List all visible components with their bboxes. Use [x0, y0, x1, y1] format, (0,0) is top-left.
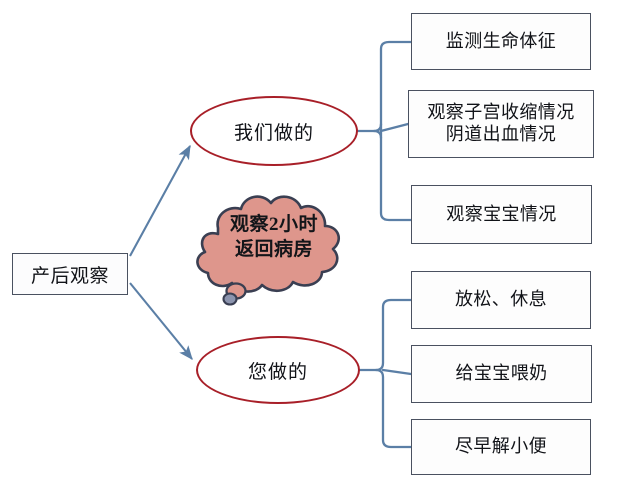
leaf-box-breastfeed-baby-label: 给宝宝喂奶: [455, 363, 548, 384]
leaf-box-relax-rest-label: 放松、休息: [455, 289, 547, 310]
root-node-postpartum-observation[interactable]: 产后观察: [12, 253, 128, 295]
leaf-box-monitor-vital-signs[interactable]: 监测生命体征: [411, 13, 591, 70]
cloud-shape: [196, 195, 341, 306]
bracket-you-pivot-lower: [374, 368, 413, 449]
bracket-we-pivot: [372, 40, 413, 133]
branch-node-we-do-label: 我们做的: [233, 122, 314, 144]
cloud-node: 观察2小时 返回病房: [178, 182, 370, 306]
branch-node-you-do[interactable]: 您做的: [196, 336, 360, 404]
leaf-box-observe-uterus-bleeding[interactable]: 观察子宫收缩情况 阴道出血情况: [408, 90, 594, 158]
leaf-box-urinate-early-label: 尽早解小便: [455, 436, 547, 457]
bracket-you-middle: [381, 368, 413, 376]
bracket-we-middle: [379, 122, 410, 140]
leaf-box-observe-uterus-bleeding-label: 观察子宫收缩情况 阴道出血情况: [427, 102, 575, 144]
branch-node-we-do[interactable]: 我们做的: [190, 96, 358, 166]
root-node-label: 产后观察: [30, 265, 109, 287]
leaf-box-relax-rest[interactable]: 放松、休息: [411, 271, 591, 329]
bracket-you-pivot-upper: [374, 298, 413, 372]
leaf-box-observe-baby[interactable]: 观察宝宝情况: [411, 185, 592, 244]
bracket-we-pivot-lower: [372, 129, 413, 222]
leaf-box-monitor-vital-signs-label: 监测生命体征: [445, 30, 557, 51]
leaf-box-urinate-early[interactable]: 尽早解小便: [411, 419, 591, 475]
branch-node-you-do-label: 您做的: [247, 361, 308, 383]
leaf-box-breastfeed-baby[interactable]: 给宝宝喂奶: [411, 345, 592, 403]
leaf-box-observe-baby-label: 观察宝宝情况: [446, 203, 557, 224]
